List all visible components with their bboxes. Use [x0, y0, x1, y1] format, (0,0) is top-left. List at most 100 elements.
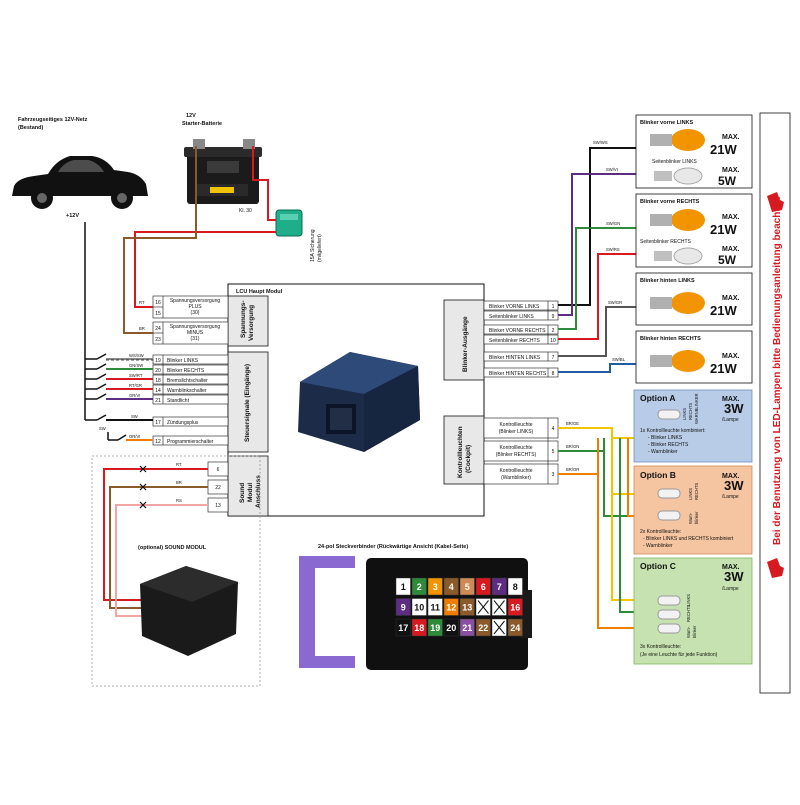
- control-pins: 19 20 18 14 21 17 12 Blinker LINKS Blink…: [152, 354, 229, 446]
- option-bulb-label-1: LINKS: [682, 408, 687, 420]
- ctrl-label-blinker-rechts: Blinker RECHTS: [167, 368, 205, 374]
- blinker-pins: Blinker VORNE LINKS Seitenblinker LINKS …: [483, 300, 559, 378]
- connector-pin-cell: [427, 618, 443, 637]
- out-label-seiten-rechts: Seitenblinker RECHTS: [489, 338, 541, 344]
- option-watt: 3W: [724, 478, 744, 493]
- option-c-box: Option C MAX. 3W /Lampe LINKS RECHTS War…: [633, 557, 753, 665]
- vehicle-voltage: +12V: [66, 213, 79, 219]
- wire-label-sw: SW: [131, 414, 138, 419]
- battery-terminal-label: Kl. 30: [239, 208, 252, 214]
- connector-pin-number: 20: [446, 623, 456, 633]
- connector-pin-number: 21: [462, 623, 472, 633]
- lamp-title: Blinker hinten RECHTS: [640, 336, 701, 342]
- power-pins: 16 15 Spannungsversorgung PLUS (30) 24 2…: [152, 295, 229, 345]
- connector-pin-number: 2: [417, 582, 422, 592]
- blinker-group-title: Blinker-Ausgänge: [462, 316, 469, 372]
- power-minus-label3: (31): [191, 336, 200, 342]
- option-title: Option B: [640, 470, 676, 480]
- kontroll-group: Kontrollleuchten (Cockpit): [443, 415, 485, 485]
- pointing-hand-icon: [767, 192, 784, 578]
- wires-power: [123, 146, 276, 334]
- wire-label-sw-bl: SW/BL: [612, 357, 626, 362]
- option-max: MAX.: [722, 564, 740, 571]
- lamp-sub-watt: 5W: [718, 253, 737, 267]
- option-desc-1: 3x Kontrollleuchte:: [640, 644, 681, 650]
- ctrl-pin-21: 21: [155, 398, 161, 404]
- out-pin-2: 2: [552, 328, 555, 334]
- fuse-icon: [275, 209, 303, 237]
- power-pin-23: 23: [155, 337, 161, 343]
- ctrl-pin-20: 20: [155, 368, 161, 374]
- control-group-title: Steuersignale (Eingänge): [244, 364, 251, 442]
- lamp-max: MAX.: [722, 353, 740, 360]
- k-pin-4: 4: [552, 426, 555, 432]
- connector-pin-number: 13: [462, 603, 472, 613]
- sound-connector-group: Sound Modul Anschluss: [227, 455, 269, 517]
- option-bulb-label-4: blinker: [692, 625, 697, 638]
- out-pin-10: 10: [550, 338, 556, 344]
- connector-pin-cell: [459, 577, 475, 596]
- connector-pin-cell: [395, 577, 411, 596]
- vehicle-icon: [12, 156, 148, 209]
- connector-pin-cell: [507, 598, 523, 616]
- connector-pin-number: 19: [430, 623, 440, 633]
- lcu-title: LCU Haupt Modul: [236, 289, 283, 295]
- ctrl-label-hazard: Warnblinkschalter: [167, 388, 207, 394]
- lamp-max: MAX.: [722, 295, 740, 302]
- power-group-subtitle: Versorgung: [248, 305, 255, 341]
- lamp-sub-label: Seitenblinker RECHTS: [640, 239, 692, 245]
- sound-module-icon: [140, 566, 238, 656]
- wires-kontroll: [558, 427, 640, 629]
- connector-pin-number: 12: [446, 603, 456, 613]
- ctrl-label-standlicht: Standlicht: [167, 398, 190, 404]
- ctrl-pin-14: 14: [155, 388, 161, 394]
- ctrl-label-program: Programmierschalter: [167, 439, 214, 445]
- sound-module-label: (optional) SOUND MODUL: [138, 545, 207, 551]
- ctrl-pin-18: 18: [155, 378, 161, 384]
- option-desc-2: (Je eine Leuchte für jede Funktion): [640, 652, 718, 658]
- sound-pin-22: 22: [215, 485, 221, 491]
- wire-label-sw-gr: SW/GR: [608, 300, 622, 305]
- option-bulb-label-2: RECHTS: [694, 483, 699, 500]
- power-pin-16: 16: [155, 300, 161, 306]
- wire-label-sw-rt: SW/RT: [129, 373, 143, 378]
- connector-pin-number: 10: [414, 603, 424, 613]
- kontroll-pins: Kontrollleuchte (Blinker LINKS) Kontroll…: [483, 417, 559, 485]
- lamp-box-hinten-links: Blinker hinten LINKS MAX. 21W: [635, 272, 753, 326]
- connector-pin-cell: [427, 577, 443, 596]
- power-plus-label3: (30): [191, 310, 200, 316]
- k-label-links-1: Kontrollleuchte: [499, 422, 532, 428]
- connector-pin-number: 22: [478, 623, 488, 633]
- option-desc-1: 2x Kontrollleuchte:: [640, 529, 681, 535]
- connector-pin-number: 16: [510, 603, 520, 613]
- wire-label-gn-sw: GN/SW: [129, 363, 143, 368]
- connector-pin-cell: [475, 577, 491, 596]
- kontroll-group-title: Kontrollleuchten: [457, 426, 464, 478]
- sound-wire-br: BR: [176, 480, 182, 485]
- vehicle-net-title: Fahrzeugseitiges 12V-Netz: [18, 117, 88, 123]
- option-desc-1: 1x Kontrollleuchte kombiniert:: [640, 428, 706, 434]
- connector-pin-cell: [459, 618, 475, 637]
- out-pin-1: 1: [552, 304, 555, 310]
- wire-label-br-ge: BR/GE: [566, 421, 579, 426]
- sound-pin-6: 6: [217, 467, 220, 473]
- wire-label-br: BR: [139, 326, 145, 331]
- lamp-sub-max: MAX.: [722, 167, 740, 174]
- wire-label-sw-ws: SW/WS: [593, 140, 608, 145]
- option-bulb-label-3: Warn-: [686, 626, 691, 638]
- wires-blinker: [558, 147, 650, 373]
- option-b-box: Option B MAX. 3W /Lampe LINKS RECHTS War…: [633, 465, 753, 555]
- ctrl-label-brake: Bremslichtschalter: [167, 378, 208, 384]
- power-minus-label1: Spannungsversorgung: [170, 324, 221, 330]
- option-bulb-label-1: LINKS: [686, 594, 691, 606]
- ctrl-pin-12: 12: [155, 439, 161, 445]
- battery-title: Starter-Batterie: [182, 121, 222, 127]
- power-plus-label2: PLUS: [188, 304, 202, 310]
- out-pin-7: 7: [552, 355, 555, 361]
- ctrl-pin-19: 19: [155, 358, 161, 364]
- power-pin-24: 24: [155, 326, 161, 332]
- wire-label-rt-gr: RT/GR: [129, 383, 142, 388]
- option-watt: 3W: [724, 569, 744, 584]
- option-desc-4: - Warnblinker: [648, 449, 678, 455]
